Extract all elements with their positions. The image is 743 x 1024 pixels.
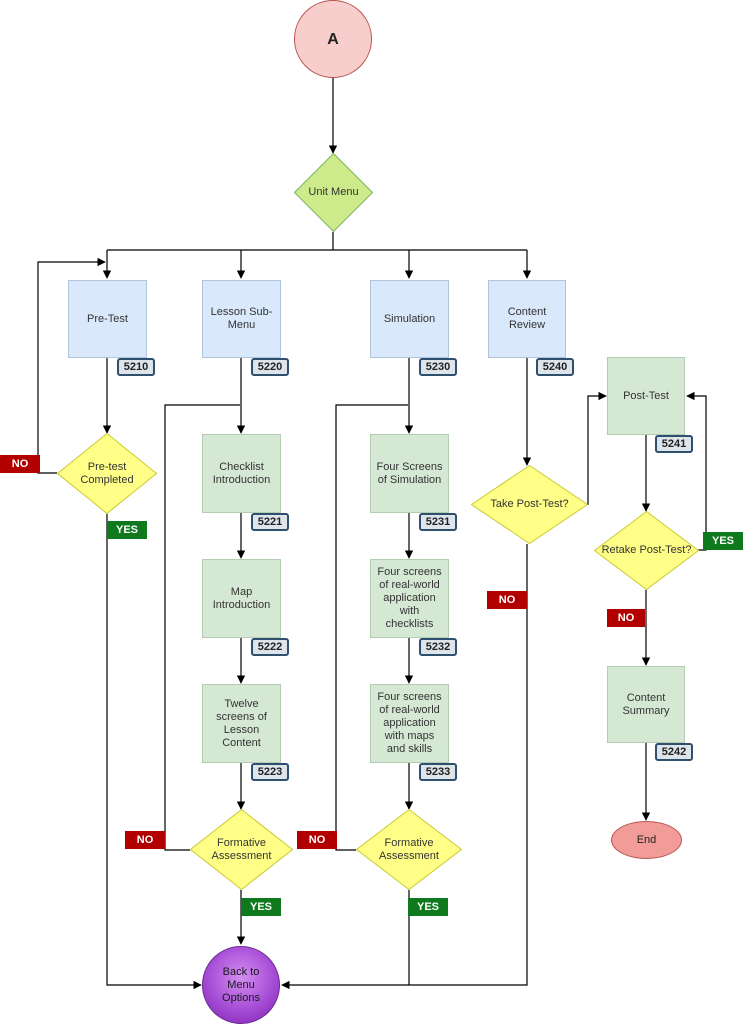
four-screens-sim-box: Four Screens of Simulation (370, 434, 449, 513)
four-screens-checklists-label: Four screens of real-world application w… (377, 566, 442, 630)
formative-assessment-1-label: Formative Assessment (211, 836, 272, 862)
retake-posttest-decision: Retake Post-Test? (594, 511, 699, 590)
review-code: 5240 (536, 358, 574, 376)
simulation-code: 5230 (419, 358, 457, 376)
edge-retake-yes-loop (686, 391, 707, 551)
unit-menu-label: Unit Menu (308, 186, 359, 198)
pretest-completed-label: Pre-test Completed (80, 460, 134, 486)
formative-assessment-2-label: Formative Assessment (379, 836, 439, 862)
diamond-shape (594, 511, 699, 590)
back-to-menu-node: Back to Menu Options (202, 946, 280, 1024)
formative2-yes-tag: YES (408, 898, 448, 916)
pretest-code: 5210 (117, 358, 155, 376)
retake-no-tag: NO (607, 609, 645, 627)
edge-formative1-no-loop (164, 404, 240, 851)
diamond-shape (190, 809, 293, 890)
posttest-box: Post-Test (607, 357, 685, 435)
twelve-screens-box: Twelve screens of Lesson Content (202, 684, 281, 763)
edge-pretest-no-loop (37, 257, 106, 474)
posttest-label: Post-Test (623, 389, 669, 402)
pretest-no-tag: NO (0, 455, 40, 473)
diamond-shape (294, 153, 373, 232)
four-maps-code: 5233 (419, 763, 457, 781)
formative1-no-tag: NO (125, 831, 165, 849)
take-posttest-label: Take Post-Test? (490, 498, 569, 510)
retake-posttest-label: Retake Post-Test? (601, 544, 692, 556)
pretest-completed-decision: Pre-test Completed (57, 433, 157, 514)
formative1-yes-tag: YES (241, 898, 281, 916)
retake-yes-tag: YES (703, 532, 743, 550)
four-screens-checklists-box: Four screens of real-world application w… (370, 559, 449, 638)
simulation-label: Simulation (383, 312, 436, 325)
pretest-label: Pre-Test (87, 312, 128, 325)
content-summary-label: Content Summary (622, 691, 670, 717)
end-node: End (611, 821, 682, 859)
take-posttest-no-tag: NO (487, 591, 527, 609)
four-sim-code: 5231 (419, 513, 457, 531)
lesson-submenu-box: Lesson Sub-Menu (202, 280, 281, 358)
four-screens-sim-label: Four Screens of Simulation (376, 460, 443, 486)
four-screens-maps-label: Four screens of real-world application w… (377, 691, 442, 755)
four-screens-maps-box: Four screens of real-world application w… (370, 684, 449, 763)
lesson-submenu-label: Lesson Sub-Menu (210, 306, 273, 331)
twelve-screens-label: Twelve screens of Lesson Content (216, 697, 267, 749)
end-label: End (636, 833, 657, 846)
diamond-shape (471, 465, 588, 544)
edge-pretest-yes-to-back (106, 514, 202, 990)
checklist-intro-label: Checklist Introduction (212, 460, 271, 486)
twelve-code: 5223 (251, 763, 289, 781)
content-summary-box: Content Summary (607, 666, 685, 743)
lesson-code: 5220 (251, 358, 289, 376)
four-checklists-code: 5232 (419, 638, 457, 656)
content-review-box: Content Review (488, 280, 566, 358)
start-node: A (294, 0, 372, 78)
diamond-shape (57, 433, 157, 514)
checklist-intro-box: Checklist Introduction (202, 434, 281, 513)
formative-assessment-2-decision: Formative Assessment (356, 809, 462, 890)
formative2-no-tag: NO (297, 831, 337, 849)
map-intro-label: Map Introduction (212, 585, 271, 611)
pretest-box: Pre-Test (68, 280, 147, 358)
map-intro-box: Map Introduction (202, 559, 281, 638)
checklist-code: 5221 (251, 513, 289, 531)
summary-code: 5242 (655, 743, 693, 761)
content-review-label: Content Review (507, 306, 547, 331)
back-to-menu-label: Back to Menu Options (222, 965, 260, 1004)
posttest-code: 5241 (655, 435, 693, 453)
edge-takepost-yes-to-posttest (587, 391, 607, 505)
take-posttest-decision: Take Post-Test? (471, 465, 588, 544)
edge-formative2-no-loop (335, 404, 408, 851)
map-code: 5222 (251, 638, 289, 656)
diamond-shape (356, 809, 462, 890)
pretest-yes-tag: YES (107, 521, 147, 539)
formative-assessment-1-decision: Formative Assessment (190, 809, 293, 890)
simulation-box: Simulation (370, 280, 449, 358)
edge-takepost-no-to-back (281, 544, 528, 990)
unit-menu-decision: Unit Menu (294, 153, 373, 232)
